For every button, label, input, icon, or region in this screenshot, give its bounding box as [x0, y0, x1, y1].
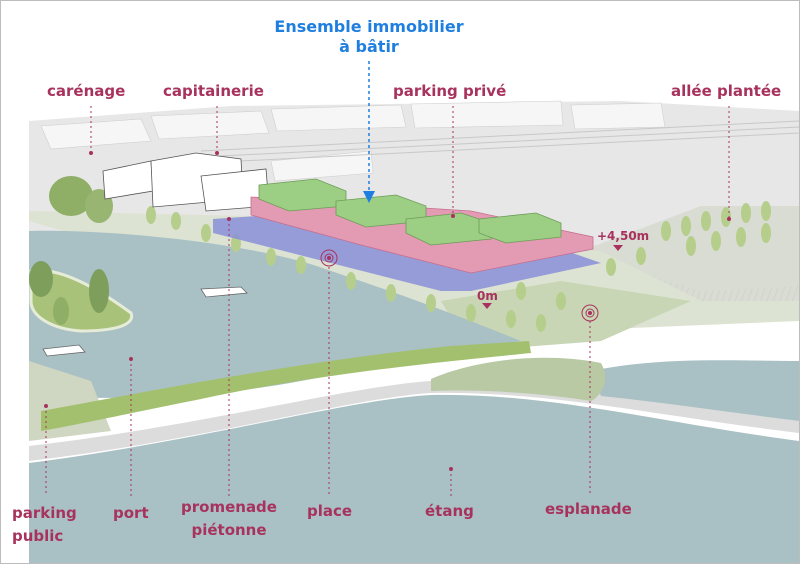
label-capitainerie: capitainerie [163, 82, 264, 100]
label-esplanade: esplanade [545, 500, 632, 518]
project-title-line1: Ensemble immobilier [274, 17, 464, 36]
label-promenade: promenade piétonne [169, 499, 289, 539]
etang-water [29, 394, 799, 563]
elevation-marker-low [482, 303, 492, 309]
elevation-low-label: 0m [477, 289, 498, 303]
label-parking-prive: parking privé [393, 82, 507, 100]
label-port: port [113, 504, 149, 522]
title-arrow-head [363, 191, 375, 203]
label-carenage: carénage [47, 82, 126, 100]
rail-tracks [200, 120, 799, 164]
background-buildings [40, 100, 666, 182]
label-promenade-line1: promenade [181, 498, 277, 516]
road [29, 380, 799, 461]
label-parking-public: parking public [12, 505, 77, 545]
boats [42, 286, 248, 357]
etang-shore [431, 357, 606, 401]
green-dike [41, 341, 531, 431]
label-etang: étang [425, 502, 474, 520]
label-promenade-line2: piétonne [191, 521, 267, 539]
elevation-marker-high [613, 245, 623, 251]
green-roofs [258, 178, 562, 246]
esplanade-ground [441, 281, 691, 351]
project-title: Ensemble immobilier à bâtir [259, 17, 479, 57]
etang-north-water [591, 360, 799, 421]
leader-lines [45, 106, 730, 496]
label-place: place [307, 502, 353, 520]
label-allee-plantee: allée plantée [671, 82, 782, 100]
trees [29, 176, 771, 332]
project-title-line2: à bâtir [339, 37, 399, 56]
label-parking-public-line2: public [12, 527, 64, 545]
place-marker [320, 249, 338, 267]
leader-dots [44, 151, 731, 471]
ramp [591, 261, 799, 306]
elevation-high-label: +4,50m [597, 229, 650, 243]
label-parking-public-line1: parking [12, 504, 77, 522]
